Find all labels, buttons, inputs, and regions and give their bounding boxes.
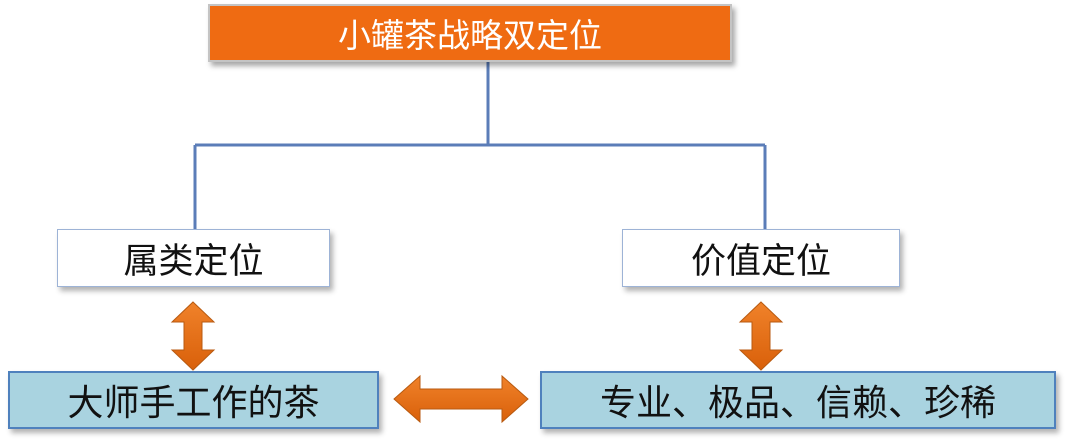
category-detail-label: 大师手工作的茶 (67, 383, 320, 424)
strategy-title: 小罐茶战略双定位 (338, 16, 602, 55)
strategy-title-box: 小罐茶战略双定位 (208, 4, 732, 62)
value-detail-box: 专业、极品、信赖、珍稀 (540, 371, 1056, 429)
left-vertical-double-arrow (170, 301, 216, 371)
value-positioning-label: 价值定位 (690, 241, 831, 282)
category-detail-box: 大师手工作的茶 (8, 371, 379, 429)
category-positioning-box: 属类定位 (57, 229, 330, 287)
category-positioning-label: 属类定位 (123, 241, 264, 282)
value-detail-label: 专业、极品、信赖、珍稀 (599, 383, 996, 424)
right-vertical-double-arrow (738, 301, 784, 371)
value-positioning-box: 价值定位 (622, 229, 900, 287)
horizontal-double-arrow (393, 374, 529, 424)
